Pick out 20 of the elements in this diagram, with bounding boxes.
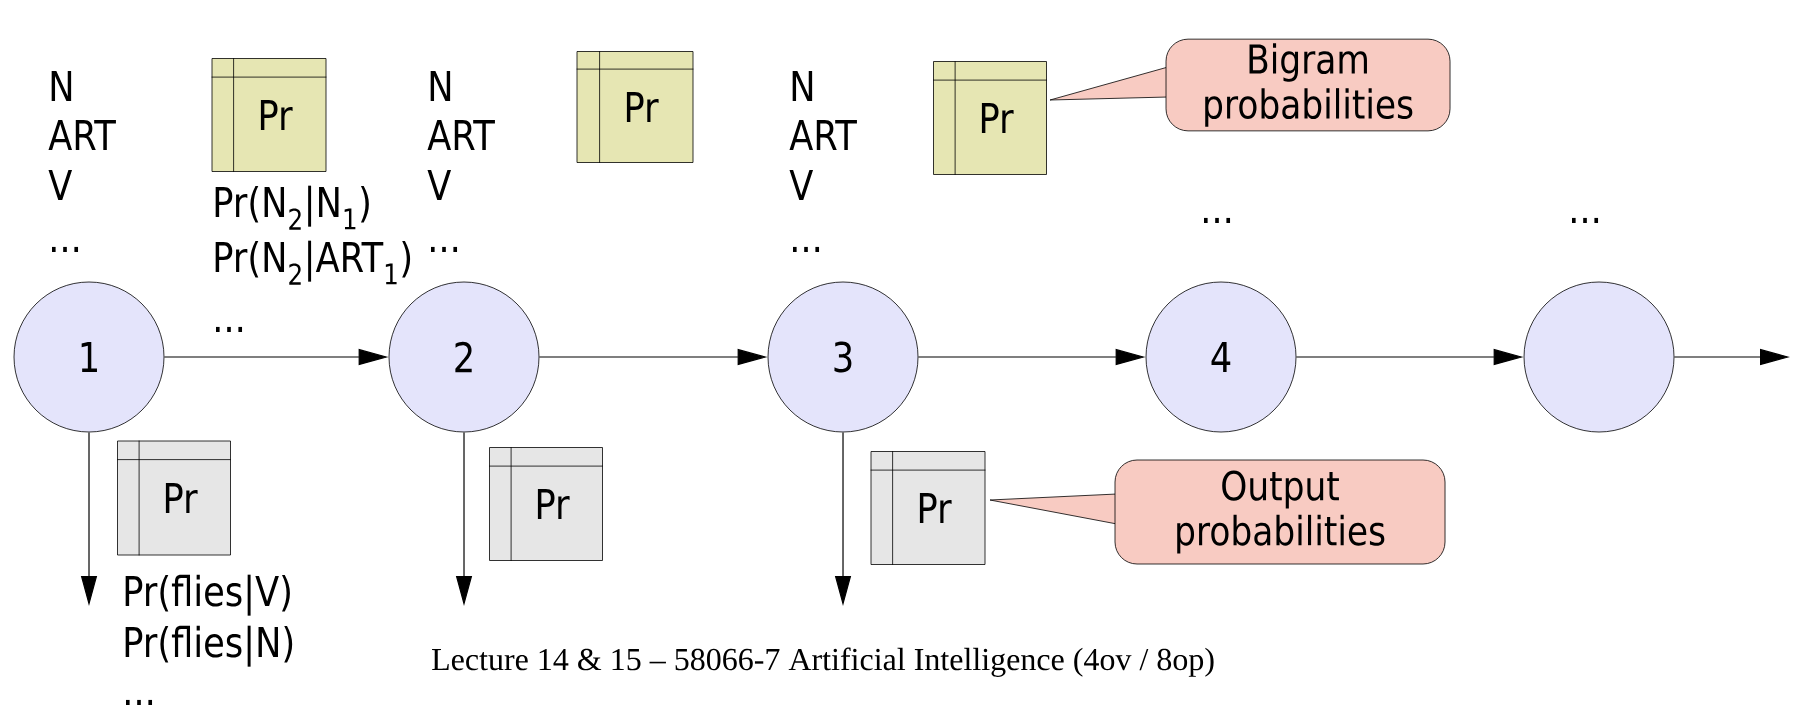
state-label: ART <box>789 120 857 150</box>
probability-label: Pr(N$_{2}$|N$_{1}$) <box>215 185 369 230</box>
speech-bubble: Output probabilities <box>989 459 1446 565</box>
ellipsis: ... <box>1204 217 1231 223</box>
state-label: N <box>51 71 72 101</box>
state-label: N <box>430 71 451 101</box>
ellipsis: ... <box>125 699 153 705</box>
caption: Lecture 14 & 15 – 58066-7 Artificial Intelligence (4ov / 8op) <box>432 647 1214 677</box>
state-circle <box>1523 281 1675 433</box>
state-label: N <box>792 71 813 101</box>
ellipsis: ... <box>215 326 243 332</box>
state-label: ART <box>48 120 116 150</box>
state-label: V <box>789 170 814 200</box>
ellipsis: ... <box>1572 217 1599 223</box>
state-label: V <box>48 170 73 200</box>
probability-label: Pr(flies|V) <box>125 574 290 616</box>
speech-bubble: Bigram probabilities <box>1049 38 1451 132</box>
state-label: V <box>427 170 452 200</box>
probability-label: Pr(flies|N) <box>125 625 293 667</box>
state-label: ART <box>427 120 495 150</box>
